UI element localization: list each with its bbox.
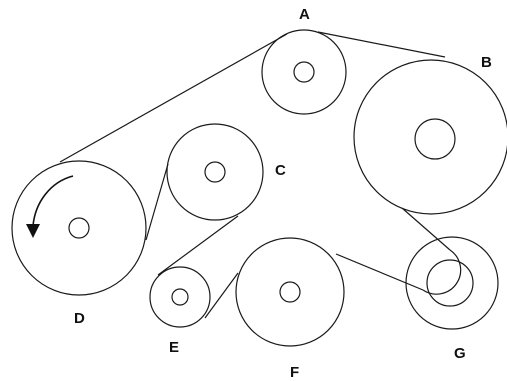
pulley-b <box>353 59 507 215</box>
label-a: A <box>299 6 310 23</box>
pulley-f-rim <box>235 237 345 347</box>
label-f: F <box>290 364 299 381</box>
pulley-d-rim <box>11 160 147 296</box>
belt-segment-g-f <box>335 253 424 291</box>
pulley-e-rim <box>149 266 211 328</box>
rotation-arrow-head-icon <box>26 224 40 238</box>
label-e: E <box>169 339 179 356</box>
belt-wrap-g <box>422 249 462 295</box>
pulley-g-rim <box>405 236 499 330</box>
label-c: C <box>275 162 286 179</box>
pulley-c-rim <box>166 123 264 221</box>
label-g: G <box>454 345 466 362</box>
rotation-arrow-icon <box>32 175 74 227</box>
label-d: D <box>74 310 85 327</box>
pulley-e-hub <box>171 288 189 306</box>
belt-segment-e-c <box>157 215 239 276</box>
pulley-b-rim <box>353 59 507 215</box>
pulley-e <box>149 266 211 328</box>
pulley-f-hub <box>279 281 301 303</box>
belt-segment-d-a <box>59 33 288 163</box>
belt <box>59 31 462 319</box>
pulley-g <box>405 236 499 330</box>
pulley-a-hub <box>293 61 315 83</box>
pulley-c <box>166 123 264 221</box>
pulley-f <box>235 237 345 347</box>
label-b: B <box>481 54 492 71</box>
pulley-a <box>261 29 347 115</box>
pulley-g-hub <box>426 259 474 307</box>
pulley-b-hub <box>414 118 456 160</box>
pulley-d-hub <box>68 217 90 239</box>
pulley-d <box>11 160 147 296</box>
pulley-c-hub <box>204 161 226 183</box>
belt-segment-b-g <box>401 207 451 251</box>
belt-segment-a-b <box>317 31 446 58</box>
belt-segment-f-e <box>204 272 239 319</box>
belt-segment-c-d <box>145 163 169 241</box>
pulley-a-rim <box>261 29 347 115</box>
